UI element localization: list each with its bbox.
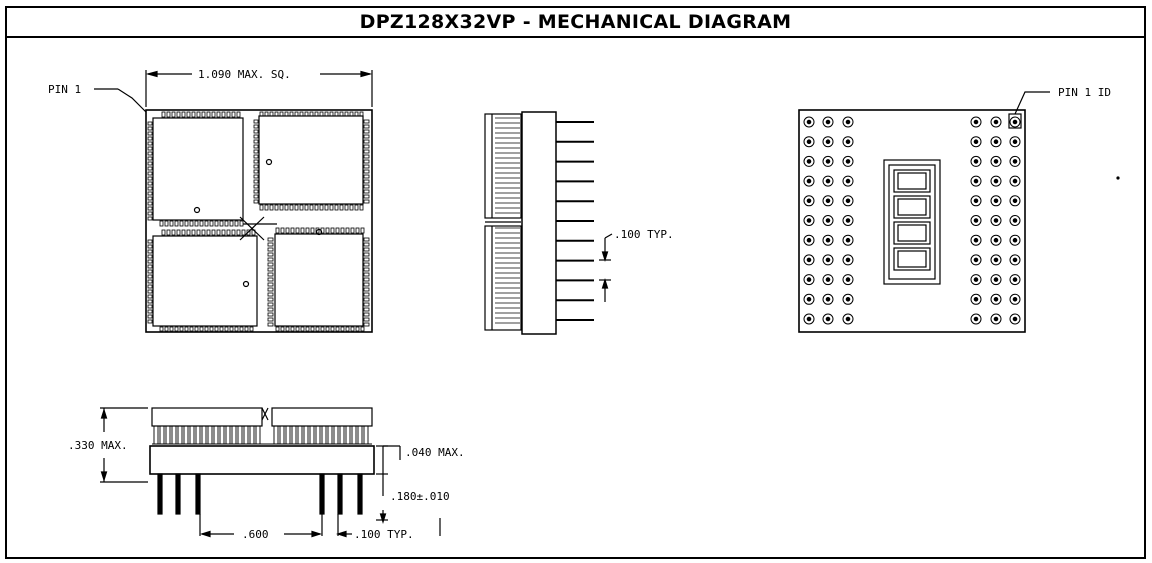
front-leads — [152, 425, 372, 445]
top-view-pin-pads — [147, 111, 370, 332]
chip-package-1 — [152, 117, 244, 221]
pin1-id-label: PIN 1 ID — [1058, 86, 1111, 99]
side-pins — [556, 121, 594, 321]
pin1-label: PIN 1 — [48, 83, 81, 96]
chip-package-4 — [274, 233, 364, 327]
title-bar: DPZ128X32VP - MECHANICAL DIAGRAM — [7, 8, 1144, 38]
pin1-dot-chip-1 — [193, 206, 201, 214]
height-dimension-label: .330 MAX. — [68, 439, 128, 452]
standoff-dimension-label: .040 MAX. — [405, 446, 465, 459]
front-view — [100, 407, 441, 538]
chip-package-3 — [152, 235, 258, 327]
module-outline — [145, 109, 373, 333]
bottom-board — [798, 109, 1026, 333]
pin1-dot-chip-2 — [265, 158, 273, 166]
socket-cells — [893, 169, 931, 271]
front-base — [149, 445, 375, 475]
width-dimension-label: 1.090 MAX. SQ. — [198, 68, 291, 81]
top-view — [94, 70, 373, 333]
page-title: DPZ128X32VP - MECHANICAL DIAGRAM — [359, 11, 792, 33]
drawing-sheet: DPZ128X32VP - MECHANICAL DIAGRAM — [5, 6, 1146, 559]
side-body — [521, 111, 557, 335]
lead-length-dimension-label: .180±.010 — [390, 490, 450, 503]
pin1-dot-chip-3 — [242, 280, 250, 288]
bottom-pin-grid — [803, 116, 1021, 325]
pitch-dimension-label: .100 TYP. — [614, 228, 674, 241]
mechanical-drawing: PIN 1 1.090 MAX. SQ. .100 TYP. PIN 1 ID … — [48, 68, 1120, 541]
row-spacing-dimension-label: .600 — [242, 528, 269, 541]
side-lead-ridges — [495, 117, 520, 324]
side-view — [484, 111, 613, 335]
chip-package-2 — [258, 115, 364, 205]
front-pitch-dimension-label: .100 TYP. — [354, 528, 414, 541]
center-socket — [883, 159, 941, 285]
bottom-view — [798, 91, 1120, 333]
front-pins — [157, 473, 363, 515]
